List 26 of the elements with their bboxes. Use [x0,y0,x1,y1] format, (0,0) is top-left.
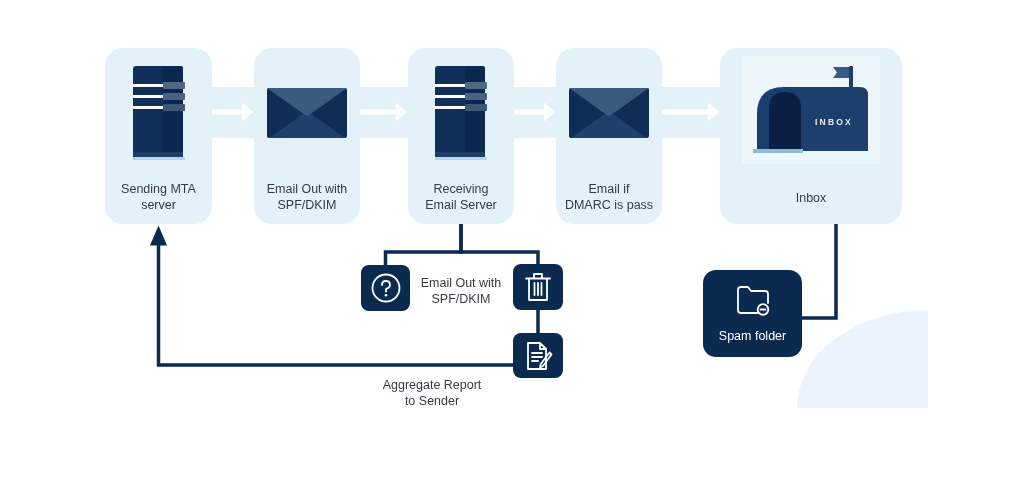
connector-line [536,310,540,333]
node-label: Email if DMARC is pass [564,181,654,214]
node-caption: Aggregate Report to Sender [381,377,483,410]
step-card [720,48,902,224]
arrow [150,225,513,367]
step-card [254,48,360,224]
icon-tile [513,333,563,378]
step-card [105,48,212,224]
node-label: Sending MTA server [120,181,197,214]
node-label: Receiving Email Server [424,181,498,214]
step-card [556,48,662,224]
arrow [662,102,720,122]
node-label: Email Out with SPF/DKIM [265,181,349,214]
step-card [408,48,514,224]
arrow [212,102,254,122]
arrow [360,102,408,122]
mailbox-label: INBOX [814,117,854,128]
connector-line [459,224,540,264]
node-label: Inbox [794,190,828,207]
arrow [514,102,556,122]
icon-tile [361,265,410,311]
icon-tile [513,264,563,310]
connector-line [802,224,838,320]
icon-tile [703,270,802,357]
node-label: Spam folder [717,328,788,345]
annotation-label: Email Out with SPF/DKIM [419,275,503,308]
